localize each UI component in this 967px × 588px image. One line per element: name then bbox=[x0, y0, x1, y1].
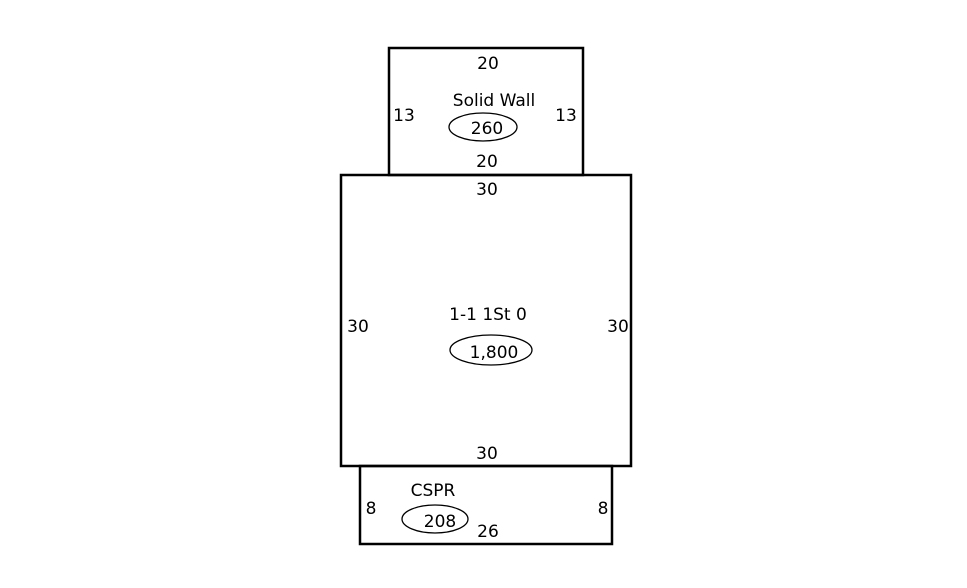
main-section-bottom-dimension: 30 bbox=[476, 444, 498, 464]
main-section-area: 1,800 bbox=[470, 343, 519, 363]
solid-wall-label: Solid Wall bbox=[453, 91, 535, 111]
solid-wall-area: 260 bbox=[471, 119, 503, 139]
main-section-label: 1-1 1St 0 bbox=[449, 305, 527, 325]
main-section-left-dimension: 30 bbox=[347, 317, 369, 337]
cspr-area: 208 bbox=[424, 512, 456, 532]
section-cspr: CSPR 8 8 208 26 bbox=[358, 464, 614, 546]
cspr-area-circle bbox=[401, 504, 469, 534]
section-solid-wall: 20 Solid Wall 13 13 260 20 bbox=[387, 46, 585, 177]
main-section-right-dimension: 30 bbox=[607, 317, 629, 337]
solid-wall-left-dimension: 13 bbox=[393, 106, 415, 126]
solid-wall-right-dimension: 13 bbox=[555, 106, 577, 126]
cspr-right-dimension: 8 bbox=[598, 499, 609, 519]
main-section-area-circle bbox=[449, 334, 533, 366]
cspr-bottom-dimension: 26 bbox=[477, 522, 499, 542]
cspr-left-dimension: 8 bbox=[366, 499, 377, 519]
solid-wall-area-circle bbox=[448, 112, 518, 142]
section-main: 30 1-1 1St 0 30 30 1,800 30 bbox=[339, 173, 633, 468]
main-section-top-dimension: 30 bbox=[476, 180, 498, 200]
cspr-label: CSPR bbox=[411, 481, 456, 501]
solid-wall-bottom-dimension: 20 bbox=[476, 152, 498, 172]
solid-wall-top-dimension: 20 bbox=[477, 54, 499, 74]
cspr-outline bbox=[358, 464, 614, 546]
